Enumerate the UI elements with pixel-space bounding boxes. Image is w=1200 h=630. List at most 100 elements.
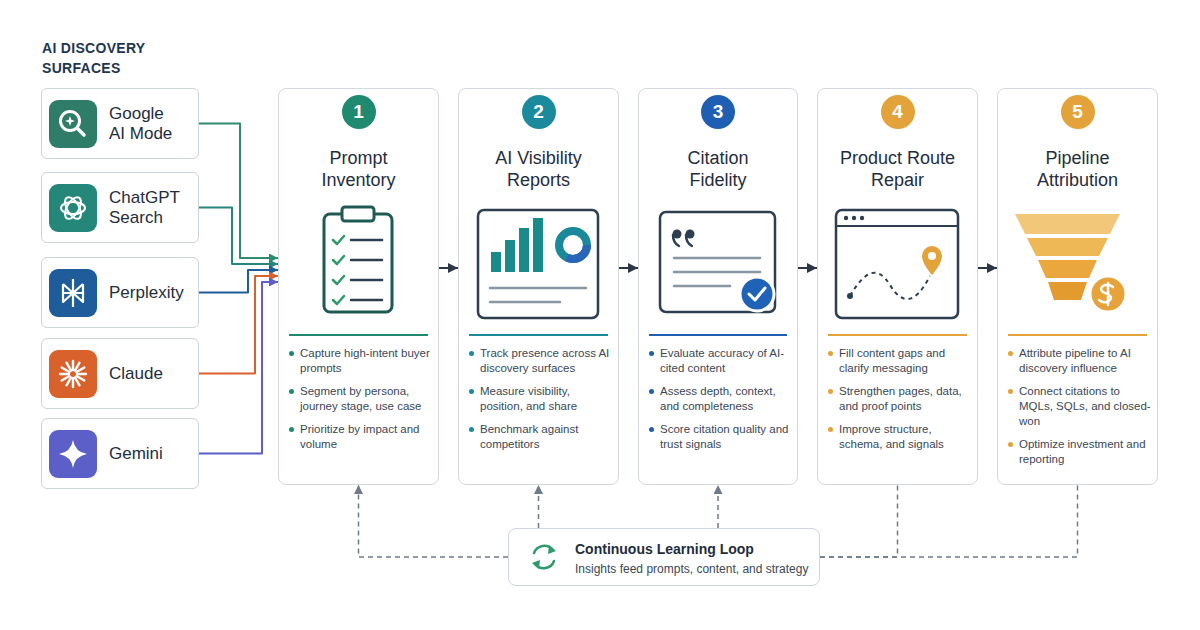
surface-label: Claude xyxy=(109,364,199,384)
flow-arrow xyxy=(199,208,278,265)
surface-name: Perplexity xyxy=(109,283,199,303)
text-lines xyxy=(674,258,760,286)
bullet-item: Improve structure, schema, and signals xyxy=(828,422,974,452)
bullet-item: Benchmark against competitors xyxy=(469,422,615,452)
surface-box: Google AI Mode xyxy=(41,88,199,159)
bullet-dot xyxy=(649,427,654,432)
step-title: Product Route Repair xyxy=(839,147,957,191)
route-start xyxy=(847,293,853,299)
bullet-dot xyxy=(828,351,833,356)
bullet-item: Connect citations to MQLs, SQLs, and clo… xyxy=(1008,384,1154,429)
cycle-arc xyxy=(535,561,554,568)
bullet-item: Capture high-intent buyer prompts xyxy=(289,346,435,376)
quote-mark xyxy=(686,230,695,239)
map-pin-hole xyxy=(928,252,936,260)
quote-mark xyxy=(673,230,682,239)
card-separator xyxy=(289,334,428,336)
bullet-dot xyxy=(828,389,833,394)
bullet-text: Segment by persona, journey stage, use c… xyxy=(300,384,435,414)
flow-arrow xyxy=(199,276,278,374)
magnifier-handle xyxy=(77,128,84,135)
google-icon-tile xyxy=(49,100,97,148)
bullet-dot xyxy=(649,351,654,356)
flow-arrow xyxy=(439,267,458,269)
step-number: 5 xyxy=(1061,95,1095,129)
bullet-text: Benchmark against competitors xyxy=(480,422,615,452)
check-badge xyxy=(740,277,774,311)
bullet-item: Attribute pipeline to AI discovery influ… xyxy=(1008,346,1154,376)
surface-name: ChatGPT Search xyxy=(109,188,189,228)
bullet-text: Measure visibility, position, and share xyxy=(480,384,615,414)
bullet-text: Connect citations to MQLs, SQLs, and clo… xyxy=(1019,384,1154,429)
dollar-symbol xyxy=(1099,283,1113,305)
step-number: 3 xyxy=(701,95,735,129)
bullet-dot xyxy=(649,389,654,394)
step-number: 1 xyxy=(342,95,376,129)
bullet-item: Evaluate accuracy of AI-cited content xyxy=(649,346,794,376)
bullet-dot xyxy=(828,427,833,432)
bar xyxy=(505,240,515,272)
chatgpt-icon-tile xyxy=(49,184,97,232)
bullet-list: Evaluate accuracy of AI-cited contentAss… xyxy=(649,346,794,460)
card-separator xyxy=(828,334,967,336)
surface-box: Claude xyxy=(41,338,199,409)
gemini-icon-tile xyxy=(49,430,97,478)
bullet-text: Attribute pipeline to AI discovery influ… xyxy=(1019,346,1154,376)
quote-tails xyxy=(673,235,692,246)
report-frame xyxy=(478,210,598,318)
bullet-item: Strengthen pages, data, and proof points xyxy=(828,384,974,414)
browser-frame xyxy=(836,210,958,318)
funnel-layer xyxy=(1048,282,1087,300)
bar xyxy=(519,228,529,272)
flow-arrow xyxy=(199,270,278,293)
bullet-text: Evaluate accuracy of AI-cited content xyxy=(660,346,794,376)
funnel-layer xyxy=(1015,214,1120,234)
bullet-text: Capture high-intent buyer prompts xyxy=(300,346,435,376)
browser-dot xyxy=(852,216,856,220)
stage-card: 3Citation FidelityEvaluate accuracy of A… xyxy=(638,88,798,485)
flow-arrow xyxy=(978,267,997,269)
bullet-text: Track presence across AI discovery surfa… xyxy=(480,346,615,376)
flow-arrow xyxy=(619,267,638,269)
bullet-item: Prioritize by impact and volume xyxy=(289,422,435,452)
bullet-item: Score citation quality and trust signals xyxy=(649,422,794,452)
bullet-dot xyxy=(469,389,474,394)
feedback-connector xyxy=(820,485,898,557)
bullet-text: Fill content gaps and clarify messaging xyxy=(839,346,974,376)
stage-card: 1Prompt InventoryCapture high-intent buy… xyxy=(278,88,439,485)
bullet-text: Prioritize by impact and volume xyxy=(300,422,435,452)
bullet-text: Assess depth, context, and completeness xyxy=(660,384,794,414)
text-lines xyxy=(490,288,586,302)
stage-card: 4Product Route RepairFill content gaps a… xyxy=(817,88,978,485)
stage-card: 2AI Visibility ReportsTrack presence acr… xyxy=(458,88,619,485)
stage-card: 5Pipeline AttributionAttribute pipeline … xyxy=(997,88,1158,485)
surface-label: Google AI Mode xyxy=(109,104,179,144)
feedback-connector xyxy=(359,485,509,557)
surface-box: Gemini xyxy=(41,418,199,489)
bullet-text: Optimize investment and reporting xyxy=(1019,437,1154,467)
bullet-text: Score citation quality and trust signals xyxy=(660,422,794,452)
bullet-item: Measure visibility, position, and share xyxy=(469,384,615,414)
knot-petal xyxy=(62,195,84,222)
flow-arrow xyxy=(199,124,278,259)
bullet-list: Track presence across AI discovery surfa… xyxy=(469,346,615,460)
card-separator xyxy=(469,334,608,336)
bullet-dot xyxy=(469,351,474,356)
knot-petal xyxy=(62,195,84,222)
step-title: Citation Fidelity xyxy=(659,147,777,191)
claude-icon-tile xyxy=(49,350,97,398)
bullet-dot xyxy=(469,427,474,432)
step-number: 2 xyxy=(522,95,556,129)
bullet-item: Optimize investment and reporting xyxy=(1008,437,1154,467)
bullet-dot xyxy=(289,351,294,356)
bullet-list: Attribute pipeline to AI discovery influ… xyxy=(1008,346,1154,475)
browser-bar xyxy=(836,225,958,227)
bullet-item: Assess depth, context, and completeness xyxy=(649,384,794,414)
cycle-head xyxy=(548,545,556,554)
map-pin xyxy=(922,246,942,275)
clipboard-board xyxy=(324,214,392,312)
bar xyxy=(491,252,501,272)
surface-label: ChatGPT Search xyxy=(109,188,189,228)
starburst-glyph xyxy=(60,361,86,387)
